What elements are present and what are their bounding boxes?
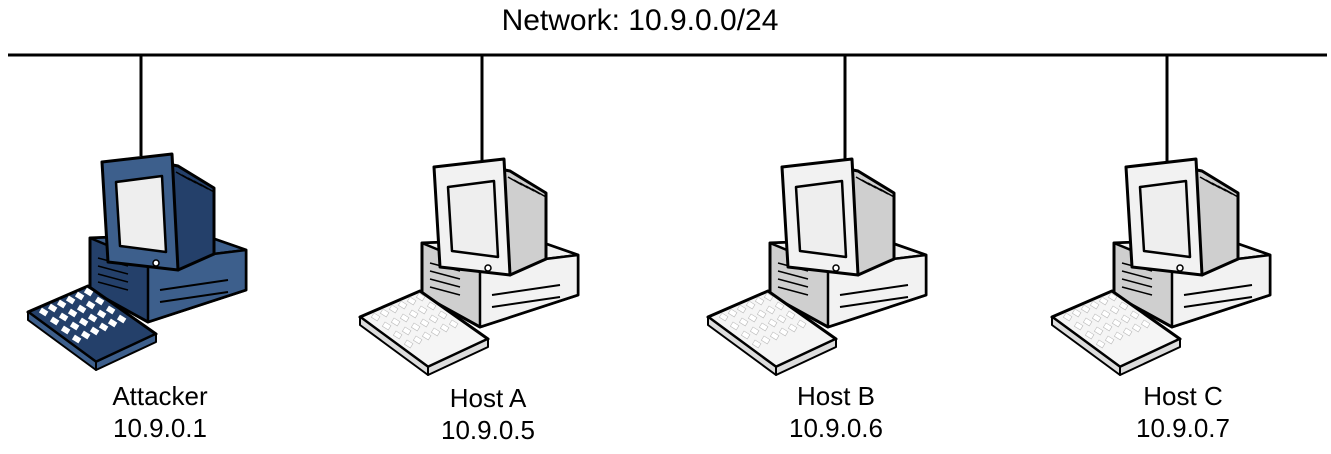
host-ip: 10.9.0.5 <box>441 415 535 445</box>
host-label-host-b: Host B 10.9.0.6 <box>726 380 946 444</box>
host-label-host-c: Host C 10.9.0.7 <box>1073 380 1293 444</box>
computer-icon <box>706 157 928 376</box>
network-title: Network: 10.9.0.0/24 <box>501 4 779 37</box>
host-name: Host A <box>449 383 527 413</box>
host-name: Host C <box>1143 381 1223 411</box>
host-name: Attacker <box>112 381 208 411</box>
computer-icon <box>1050 157 1272 376</box>
host-ip: 10.9.0.6 <box>789 413 883 443</box>
attacker-computer-icon <box>26 152 248 371</box>
host-label-attacker: Attacker 10.9.0.1 <box>50 380 270 444</box>
computer-icon <box>358 157 580 376</box>
host-ip: 10.9.0.1 <box>113 413 207 443</box>
host-ip: 10.9.0.7 <box>1136 413 1230 443</box>
host-label-host-a: Host A 10.9.0.5 <box>378 382 598 446</box>
host-name: Host B <box>796 381 876 411</box>
